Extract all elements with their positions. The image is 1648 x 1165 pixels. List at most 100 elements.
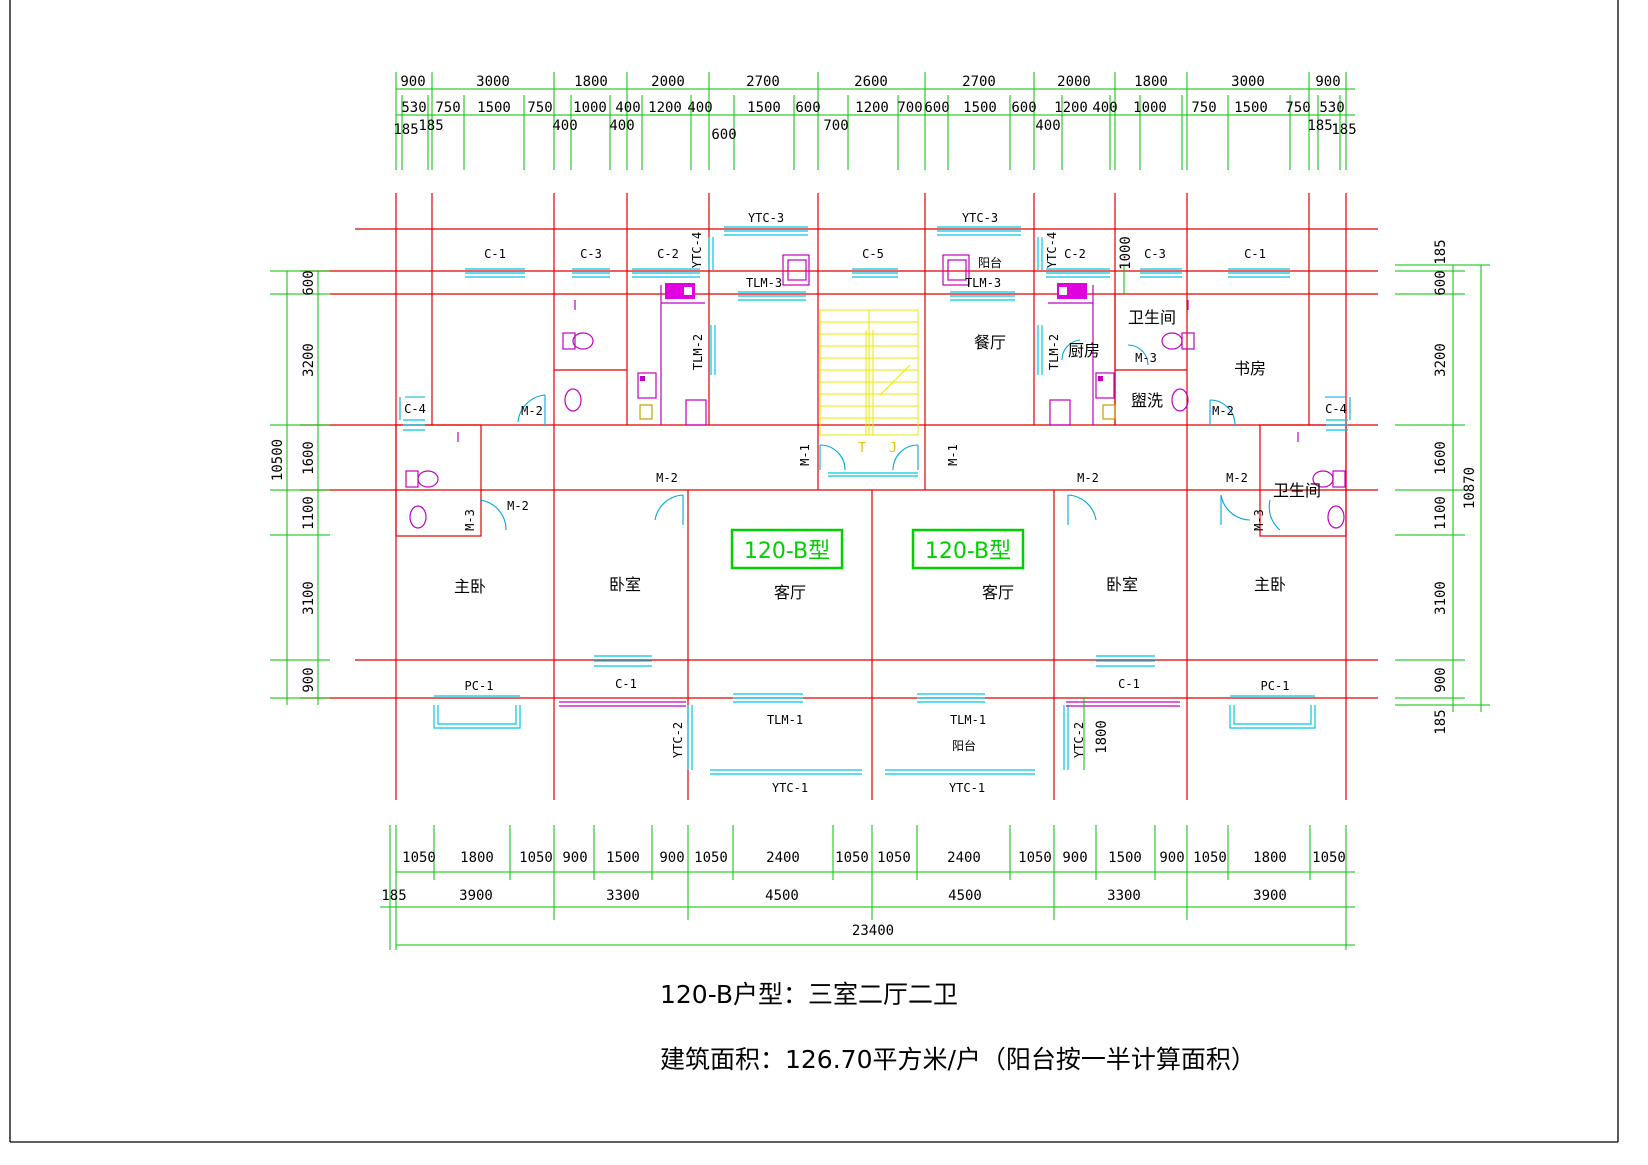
dim-bottom1: 2400 (947, 850, 981, 866)
room-bathroom-right: 卫生间 (1273, 481, 1321, 500)
dim-bottom1: 1500 (606, 850, 640, 866)
dim-bottom1: 1050 (1312, 850, 1346, 866)
dim-top3: 600 (711, 127, 736, 143)
window-label: YTC-3 (962, 211, 998, 225)
door-label: M-3 (463, 509, 477, 531)
door-label: M-2 (1226, 471, 1248, 485)
windows (403, 226, 1348, 775)
dim-top1: 2700 (962, 74, 996, 90)
dim-top2: 600 (795, 100, 820, 116)
door-label: M-2 (1077, 471, 1099, 485)
dim-right: 900 (1433, 667, 1449, 692)
unit-type-caption: 120-B户型：三室二厅二卫 (660, 980, 958, 1009)
dim-top2: 600 (1011, 100, 1036, 116)
dim-bottom1: 1050 (402, 850, 436, 866)
dim-top2: 1500 (477, 100, 511, 116)
dim-bottom1: 1050 (1018, 850, 1052, 866)
dim-top2: 1000 (573, 100, 607, 116)
window-label: C-1 (1244, 247, 1266, 261)
top-dimensions-row3: 185 185 400 400 600 700 400 185 185 (393, 118, 1356, 143)
window-label: YTC-3 (748, 211, 784, 225)
dim-bottom1: 1500 (1108, 850, 1142, 866)
dim-top2: 750 (1191, 100, 1216, 116)
dim-bottom2: 4500 (948, 888, 982, 904)
room-kitchen: 厨房 (1068, 341, 1100, 360)
dim-top2: 400 (1092, 100, 1117, 116)
dim-bottom2: 3300 (1107, 888, 1141, 904)
room-bedroom-left: 卧室 (609, 575, 641, 594)
room-master-bedroom-right: 主卧 (1254, 575, 1286, 594)
window-label: C-4 (404, 402, 426, 416)
dim-right: 1600 (1433, 441, 1449, 475)
fixtures (405, 254, 1346, 707)
dim-bottom1: 900 (659, 850, 684, 866)
dim-top2: 600 (924, 100, 949, 116)
dim-bottom1: 900 (1159, 850, 1184, 866)
window-label: C-1 (1118, 677, 1140, 691)
dim-top3: 700 (823, 118, 848, 134)
dim-right: 1100 (1433, 496, 1449, 530)
dim-top3: 400 (552, 118, 577, 134)
left-dimensions: 600 3200 1600 1100 3100 900 10500 (270, 270, 317, 692)
bottom-dimensions-row2: 185 3900 3300 4500 4500 3300 3900 23400 (381, 888, 1287, 939)
dim-top2: 1500 (963, 100, 997, 116)
door-label: M-2 (656, 471, 678, 485)
bottom-dimensions-row1: 1050 1800 1050 900 1500 900 1050 2400 10… (402, 850, 1346, 866)
room-living-right: 客厅 (982, 583, 1014, 602)
dim-bottom1: 1800 (1253, 850, 1287, 866)
window-label: C-1 (484, 247, 506, 261)
dim-left: 1100 (301, 496, 317, 530)
dim-top3: 185 (1307, 118, 1332, 134)
room-wash: 盥洗 (1131, 391, 1163, 410)
dim-top3: 400 (1035, 118, 1060, 134)
dim-bottom1: 1050 (694, 850, 728, 866)
door-label: M-1 (946, 444, 960, 466)
window-label: C-3 (1144, 247, 1166, 261)
dim-left-total: 10500 (270, 439, 286, 481)
dim-bottom2: 3900 (459, 888, 493, 904)
room-balcony-top: 阳台 (978, 255, 1002, 270)
dim-bottom2: 3900 (1253, 888, 1287, 904)
dim-right: 185 (1433, 239, 1449, 264)
dim-bottom1: 900 (562, 850, 587, 866)
door-label: TLM-2 (1047, 334, 1061, 370)
dim-bottom1: 900 (1062, 850, 1087, 866)
dim-top2: 1200 (648, 100, 682, 116)
door-label: M-3 (1252, 509, 1266, 531)
drawing-border (9, 0, 1619, 1143)
dim-top2: 700 (897, 100, 922, 116)
room-living-left: 客厅 (774, 583, 806, 602)
window-label: PC-1 (465, 679, 494, 693)
dim-right: 3100 (1433, 581, 1449, 615)
dim-top3: 185 (418, 118, 443, 134)
room-bedroom-right: 卧室 (1106, 575, 1138, 594)
dim-top2: 750 (527, 100, 552, 116)
right-dimensions: 185 600 3200 1600 1100 3100 900 185 1087… (1094, 236, 1478, 754)
door-label: TLM-2 (691, 334, 705, 370)
dim-top2: 1500 (747, 100, 781, 116)
dim-right-total: 10870 (1462, 467, 1478, 509)
dim-top1: 3000 (1231, 74, 1265, 90)
window-label: C-2 (1064, 247, 1086, 261)
dim-left: 1600 (301, 441, 317, 475)
dim-top2: 1200 (1054, 100, 1088, 116)
dim-bottom1: 1050 (877, 850, 911, 866)
window-label: C-4 (1325, 402, 1347, 416)
top-dimensions-row1: 900 3000 1800 2000 2700 2600 2700 2000 1… (400, 74, 1340, 90)
dim-top3: 185 (1331, 122, 1356, 138)
dim-top1: 900 (400, 74, 425, 90)
dim-bottom1: 2400 (766, 850, 800, 866)
dim-top2: 1200 (855, 100, 889, 116)
door-label: M-1 (798, 444, 812, 466)
stoves (639, 283, 1116, 420)
door-label: TLM-3 (965, 276, 1001, 290)
room-balcony-bottom: 阳台 (952, 738, 976, 753)
dim-left: 3200 (301, 343, 317, 377)
room-dining: 餐厅 (974, 333, 1006, 352)
dim-top2: 400 (615, 100, 640, 116)
dim-right: 600 (1433, 270, 1449, 295)
dim-bottom1: 1050 (835, 850, 869, 866)
dim-top2: 1000 (1133, 100, 1167, 116)
dim-top1: 900 (1315, 74, 1340, 90)
unit-badges: 120-B型 120-B型 (730, 528, 1025, 570)
